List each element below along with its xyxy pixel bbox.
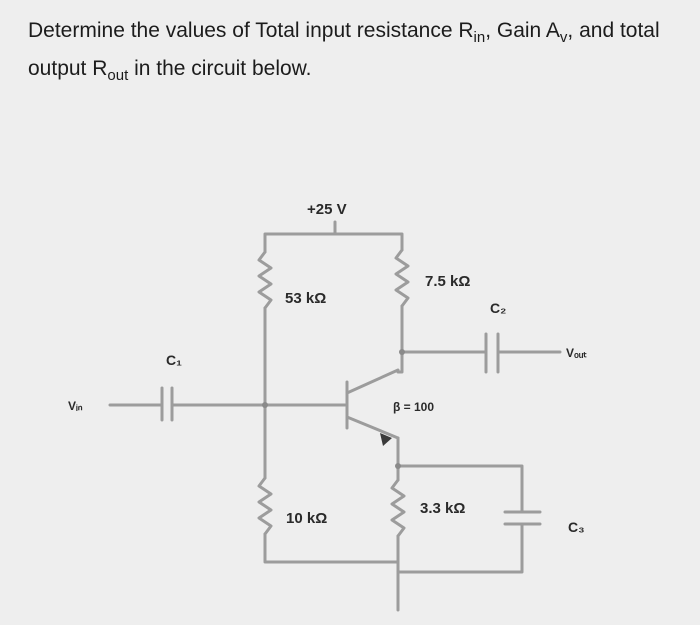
c3-capacitor bbox=[503, 510, 542, 526]
c3-label: C₃ bbox=[568, 519, 585, 535]
bottom-left-wire bbox=[263, 532, 400, 564]
c1-label: C₁ bbox=[166, 352, 182, 368]
junction-dot bbox=[399, 349, 405, 355]
c2-label: C₂ bbox=[490, 300, 506, 316]
vout-label: Vₒᵤₜ bbox=[566, 346, 587, 360]
c1-capacitor bbox=[160, 386, 174, 422]
vin-label: Vᵢₙ bbox=[68, 399, 83, 413]
question-part-3: , and total output R bbox=[28, 19, 660, 80]
rc-label: 7.5 kΩ bbox=[425, 273, 470, 290]
rc-resistor bbox=[394, 248, 410, 308]
re-resistor bbox=[390, 478, 406, 538]
rin-subscript: in bbox=[473, 29, 486, 47]
collector-wire bbox=[396, 304, 404, 374]
supply-label: +25 V bbox=[307, 201, 347, 218]
junction-dot bbox=[395, 463, 401, 469]
rout-subscript: out bbox=[107, 67, 129, 85]
question-part-4: in the circuit below. bbox=[128, 57, 312, 80]
r2-resistor bbox=[257, 476, 273, 536]
emitter-arrow bbox=[380, 433, 392, 446]
r2-label: 10 kΩ bbox=[286, 510, 327, 527]
av-subscript: v bbox=[559, 29, 568, 47]
beta-label: β = 100 bbox=[393, 400, 434, 414]
question-part-2: , Gain A bbox=[485, 19, 560, 42]
transistor-collector-lead bbox=[345, 368, 400, 395]
question-text: Determine the values of Total input resi… bbox=[28, 12, 678, 88]
question-part-1: Determine the values of Total input resi… bbox=[28, 19, 474, 42]
c2-capacitor bbox=[484, 332, 500, 374]
re-label: 3.3 kΩ bbox=[420, 500, 465, 517]
supply-rail bbox=[263, 220, 404, 254]
r1-resistor bbox=[257, 250, 273, 310]
junction-dot bbox=[262, 402, 268, 408]
r1-label: 53 kΩ bbox=[285, 290, 326, 307]
transistor-emitter-lead bbox=[345, 415, 400, 440]
bypass-loop-wire bbox=[396, 464, 524, 574]
